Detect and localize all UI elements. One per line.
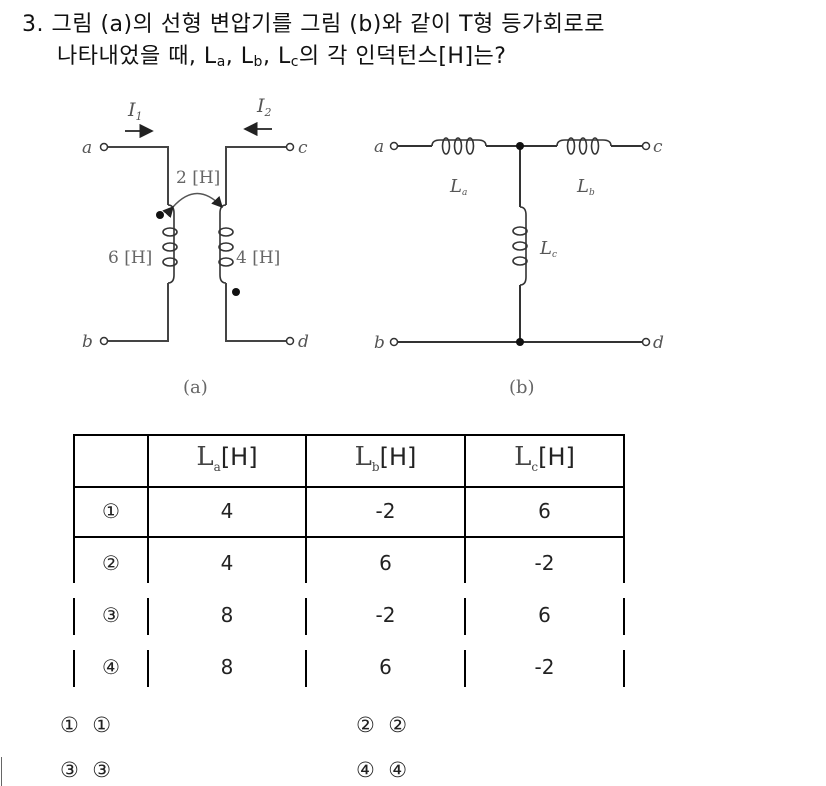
question-line-1: 3. 그림 (a)의 선형 변압기를 그림 (b)와 같이 T형 등가회로로: [22, 6, 605, 38]
terminal-d-label: d: [298, 332, 309, 352]
la-label: La: [449, 176, 467, 198]
secondary-inductance-label: 4 [H]: [236, 248, 280, 268]
b-terminal-d-label: d: [653, 333, 664, 353]
table-vline: [147, 434, 149, 538]
row-4-label: ④: [102, 655, 120, 679]
terminal-a-label: a: [82, 138, 92, 158]
table-vline: [623, 650, 625, 687]
figure-a-transformer: [99, 121, 295, 346]
table-vline: [464, 650, 466, 687]
table-vline: [623, 434, 625, 538]
question-text-2b: 의 각 인덕턴스[H]는?: [298, 44, 507, 69]
table-vline: [73, 537, 75, 583]
table-divider-header: [73, 486, 625, 488]
row-2-lc: -2: [534, 551, 555, 575]
lb-label: Lb: [576, 176, 595, 198]
table-vline: [305, 434, 307, 538]
figure-b-caption: (b): [509, 377, 535, 398]
row-1-la: 4: [220, 499, 234, 523]
symbol-lc: Lc: [277, 44, 299, 70]
table-vline: [147, 650, 149, 687]
table-border-top: [73, 434, 625, 436]
row-3-label: ③: [102, 603, 120, 627]
table-vline: [73, 598, 75, 635]
mutual-inductance-label: 2 [H]: [176, 168, 220, 188]
row-3-lc: 6: [538, 603, 551, 627]
circuit-figures: a b c d I1 I2 2 [H] 6 [H] 4 [H] (a): [82, 95, 664, 398]
row-3-la: 8: [220, 603, 234, 627]
lc-label: Lc: [539, 238, 557, 260]
table-vline: [623, 537, 625, 583]
row-2-lb: 6: [379, 551, 392, 575]
table-vline: [464, 598, 466, 635]
question-line-2: 나타내었을 때, La, Lb, Lc의 각 인덕턴스[H]는?: [57, 44, 507, 70]
row-4-lc: -2: [534, 655, 555, 679]
option-1[interactable]: ① ①: [60, 713, 112, 737]
table-vline: [305, 537, 307, 583]
question-number: 3.: [22, 12, 44, 37]
current-i1-label: I1: [127, 99, 143, 123]
polarity-dot-secondary: [232, 288, 240, 296]
figure-b-t-equivalent: [389, 137, 651, 347]
table-vline: [305, 598, 307, 635]
junction-top: [516, 142, 524, 150]
table-vline: [147, 537, 149, 583]
b-terminal-b-label: b: [374, 333, 385, 353]
terminal-c-label: c: [298, 138, 308, 158]
table-header-lc: Lc[H]: [514, 442, 575, 474]
b-terminal-a-label: a: [374, 137, 384, 157]
row-4-la: 8: [220, 655, 234, 679]
figure-a-caption: (a): [183, 377, 208, 398]
table-header-lb: Lb[H]: [354, 442, 417, 474]
table-vline: [73, 650, 75, 687]
option-2[interactable]: ② ②: [356, 713, 408, 737]
row-1-lc: 6: [538, 499, 551, 523]
symbol-lb: Lb: [240, 44, 263, 70]
text-cursor: [1, 757, 2, 786]
option-3[interactable]: ③ ③: [60, 758, 112, 782]
question-text-1: 그림 (a)의 선형 변압기를 그림 (b)와 같이 T형 등가회로로: [51, 12, 605, 37]
b-terminal-c-label: c: [653, 137, 663, 157]
table-vline: [73, 434, 75, 538]
current-i2-label: I2: [256, 95, 272, 119]
table-header-la: La[H]: [196, 442, 258, 474]
primary-inductance-label: 6 [H]: [108, 248, 152, 268]
row-1-label: ①: [102, 499, 120, 523]
row-2-label: ②: [102, 551, 120, 575]
row-4-lb: 6: [379, 655, 392, 679]
polarity-dot-primary: [156, 211, 164, 219]
table-vline: [464, 434, 466, 538]
table-vline: [464, 537, 466, 583]
row-1-lb: -2: [375, 499, 396, 523]
table-vline: [623, 598, 625, 635]
table-divider-row1: [73, 536, 625, 538]
junction-bottom: [516, 338, 524, 346]
terminal-b-label: b: [82, 332, 93, 352]
question-text-2a: 나타내었을 때,: [57, 44, 204, 69]
table-vline: [305, 650, 307, 687]
option-4[interactable]: ④ ④: [356, 758, 408, 782]
symbol-la: La: [203, 44, 226, 70]
row-3-lb: -2: [375, 603, 396, 627]
table-vline: [147, 598, 149, 635]
row-2-la: 4: [220, 551, 234, 575]
